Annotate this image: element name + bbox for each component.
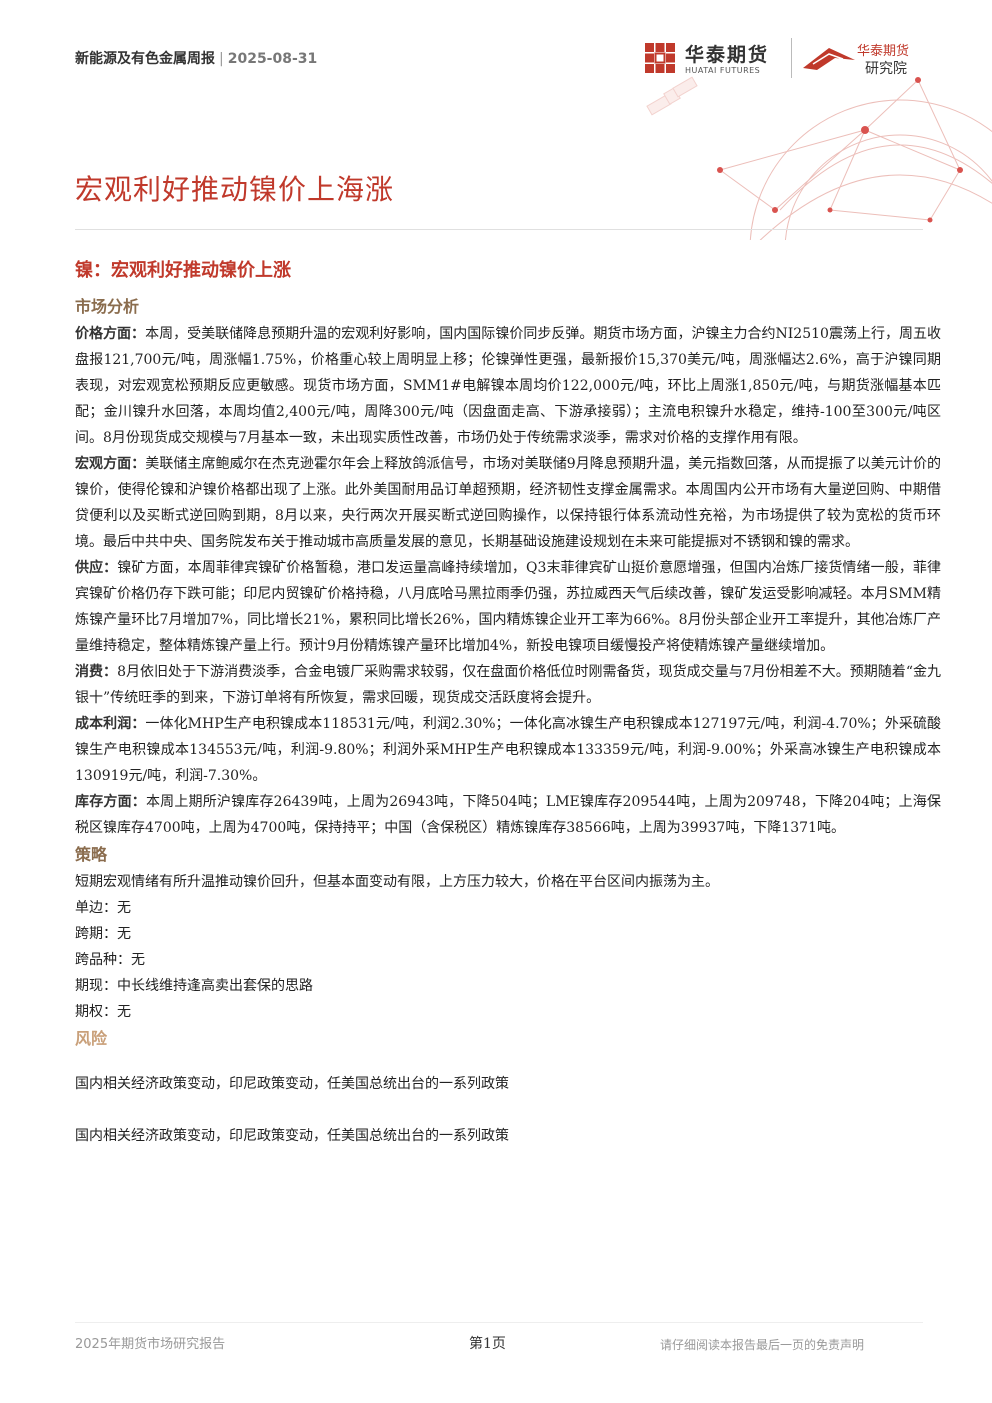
company-logo: 华泰期货 HUATAI FUTURES 华泰期货 研究院 bbox=[643, 38, 923, 82]
consumption-paragraph: 消费：8月依旧处于下游消费淡季，合金电镀厂采购需求较弱，仅在盘面价格低位时刚需备… bbox=[75, 659, 941, 711]
supply-text: 镍矿方面，本周菲律宾镍矿价格暂稳，港口发运量高峰持续增加，Q3末菲律宾矿山挺价意… bbox=[75, 560, 941, 654]
report-name: 新能源及有色金属周报|2025-08-31 bbox=[75, 48, 317, 68]
research-institute-logo-icon bbox=[803, 48, 855, 70]
strategy-heading: 策略 bbox=[75, 845, 108, 864]
logo-text-en: HUATAI FUTURES bbox=[685, 66, 761, 75]
report-date: 2025-08-31 bbox=[227, 51, 318, 67]
macro-lead: 宏观方面： bbox=[75, 456, 146, 472]
consumption-text: 8月依旧处于下游消费淡季，合金电镀厂采购需求较弱，仅在盘面价格低位时刚需备货，现… bbox=[75, 664, 942, 706]
page-title: 宏观利好推动镍价上海涨 bbox=[75, 173, 395, 206]
supply-paragraph: 供应：镍矿方面，本周菲律宾镍矿价格暂稳，港口发运量高峰持续增加，Q3末菲律宾矿山… bbox=[75, 555, 941, 659]
inventory-paragraph: 库存方面：本周上期所沪镍库存26439吨，上周为26943吨，下降504吨；LM… bbox=[75, 789, 941, 841]
risk-item: 国内相关经济政策变动，印尼政策变动，任美国总统出台的一系列政策 bbox=[75, 1076, 509, 1092]
network-decoration-icon bbox=[646, 76, 992, 240]
page-header: 新能源及有色金属周报|2025-08-31 华泰期货 HUATAI FUTURE… bbox=[0, 0, 992, 240]
research-logo-top: 华泰期货 bbox=[857, 44, 910, 59]
macro-text: 美联储主席鲍威尔在杰克逊霍尔年会上释放鸽派信号，市场对美联储9月降息预期升温，美… bbox=[75, 456, 942, 550]
strategy-options: 期权：无 bbox=[75, 1004, 131, 1020]
huatai-logo-icon bbox=[643, 41, 677, 75]
cost-profit-text: 一体化MHP生产电积镍成本118531元/吨，利润2.30%；一体化高冰镍生产电… bbox=[75, 716, 941, 784]
cost-profit-paragraph: 成本利润：一体化MHP生产电积镍成本118531元/吨，利润2.30%；一体化高… bbox=[75, 711, 941, 789]
price-text: 本周，受美联储降息预期升温的宏观利好影响，国内国际镍价同步反弹。期货市场方面，沪… bbox=[75, 326, 942, 446]
inventory-lead: 库存方面： bbox=[75, 794, 146, 810]
risk-item: 国内相关经济政策变动，印尼政策变动，任美国总统出台的一系列政策 bbox=[75, 1128, 509, 1144]
risk-heading: 风险 bbox=[75, 1029, 108, 1048]
price-lead: 价格方面： bbox=[75, 326, 146, 342]
report-series: 新能源及有色金属周报 bbox=[75, 51, 215, 67]
footer-divider bbox=[75, 1322, 923, 1323]
inventory-text: 本周上期所沪镍库存26439吨，上周为26943吨，下降504吨；LME镍库存2… bbox=[75, 794, 941, 836]
logo-divider bbox=[791, 38, 792, 78]
strategy-cross-commodity: 跨品种：无 bbox=[75, 952, 145, 968]
strategy-futures-spot: 期现：中长线维持逢高卖出套保的思路 bbox=[75, 978, 313, 994]
strategy-unilateral: 单边：无 bbox=[75, 900, 131, 916]
cost-profit-lead: 成本利润： bbox=[75, 716, 146, 732]
page-number: 第1页 bbox=[469, 1336, 506, 1352]
market-analysis-heading: 市场分析 bbox=[75, 297, 140, 316]
section-heading: 镍：宏观利好推动镍价上涨 bbox=[75, 260, 291, 281]
header-separator: | bbox=[219, 51, 224, 67]
title-divider bbox=[75, 229, 923, 230]
supply-lead: 供应： bbox=[75, 560, 118, 576]
disclaimer-note: 请仔细阅读本报告最后一页的免责声明 bbox=[660, 1338, 865, 1352]
macro-paragraph: 宏观方面：美联储主席鲍威尔在杰克逊霍尔年会上释放鸽派信号，市场对美联储9月降息预… bbox=[75, 451, 941, 555]
strategy-summary: 短期宏观情绪有所升温推动镍价回升，但基本面变动有限，上方压力较大，价格在平台区间… bbox=[75, 874, 719, 890]
footer-report-label: 2025年期货市场研究报告 bbox=[75, 1337, 226, 1352]
report-body: 镍：宏观利好推动镍价上涨 市场分析 价格方面：本周，受美联储降息预期升温的宏观利… bbox=[75, 255, 941, 1149]
research-logo-bottom: 研究院 bbox=[865, 61, 907, 77]
consumption-lead: 消费： bbox=[75, 664, 118, 680]
price-paragraph: 价格方面：本周，受美联储降息预期升温的宏观利好影响，国内国际镍价同步反弹。期货市… bbox=[75, 321, 941, 451]
strategy-intertemporal: 跨期：无 bbox=[75, 926, 131, 942]
logo-text-cn: 华泰期货 bbox=[685, 44, 770, 66]
